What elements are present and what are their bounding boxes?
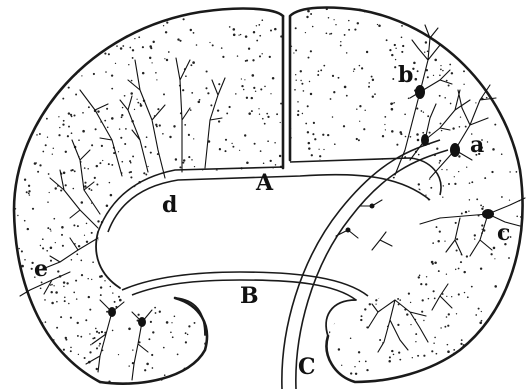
label-b: b — [398, 62, 413, 88]
neuron-mid-right — [410, 90, 470, 160]
label-d: d — [162, 192, 177, 218]
fibre-tract-C — [282, 140, 448, 389]
label-e: e — [34, 256, 48, 282]
neuron-a — [430, 85, 496, 178]
neuron-d-fibres — [80, 58, 225, 178]
label-B: B — [240, 283, 259, 309]
label-A: A — [255, 170, 274, 196]
label-a: a — [470, 132, 484, 158]
label-c: c — [497, 220, 510, 246]
neurons-lower-left — [86, 300, 152, 380]
label-C: C — [298, 354, 316, 380]
neuron-e-branches — [20, 140, 100, 296]
neuron-b-soma — [415, 85, 425, 99]
neuron-lower-right — [368, 284, 452, 352]
